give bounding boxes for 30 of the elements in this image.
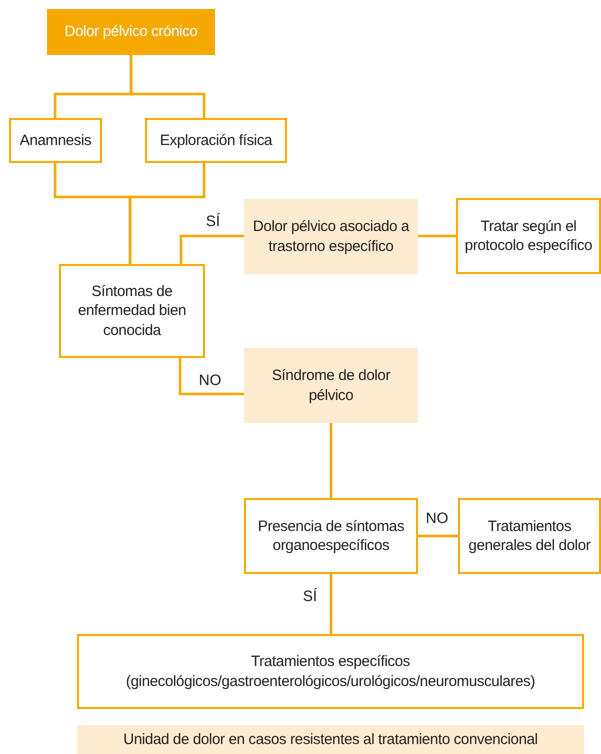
process-box [244,498,418,574]
start-box [47,9,215,55]
highlight-box [244,348,418,423]
process-box [458,498,601,574]
node-text: Tratamientos generales del dolor [468,516,592,556]
connector-line [418,234,456,238]
node-text: Exploración física [160,130,272,150]
connector-line [130,55,206,118]
connector-line [330,574,332,634]
node-text: Tratar según el protocolo específico [464,216,594,256]
node-text: Dolor pélvico crónico [64,22,198,42]
node-text: Síntomas de enfermedad bien conocida [76,282,188,340]
node-text: Anamnesis [20,130,92,150]
process-box [9,118,102,163]
connector-line [180,234,244,264]
process-box [145,118,287,163]
node-text: Dolor pélvico asociado a trastorno específico [252,217,410,256]
process-box [59,264,205,358]
node-text: Síndrome de dolor pélvico [270,366,392,405]
connector-line [418,534,458,538]
highlight-box [77,725,584,754]
connector-line [178,358,244,396]
highlight-box [244,199,418,274]
node-text: Tratamientos específicos (ginecológicos/gastroenterológicos/urológicos/neuromusculares) [124,652,536,691]
connector-line [330,423,332,498]
node-text: Presencia de síntomas organoespecíficos [256,516,406,556]
node-text: Unidad de dolor en casos resistentes al tratamiento convencional [123,730,538,750]
connector-line [128,163,206,264]
process-box [77,634,584,709]
process-box [456,198,601,274]
